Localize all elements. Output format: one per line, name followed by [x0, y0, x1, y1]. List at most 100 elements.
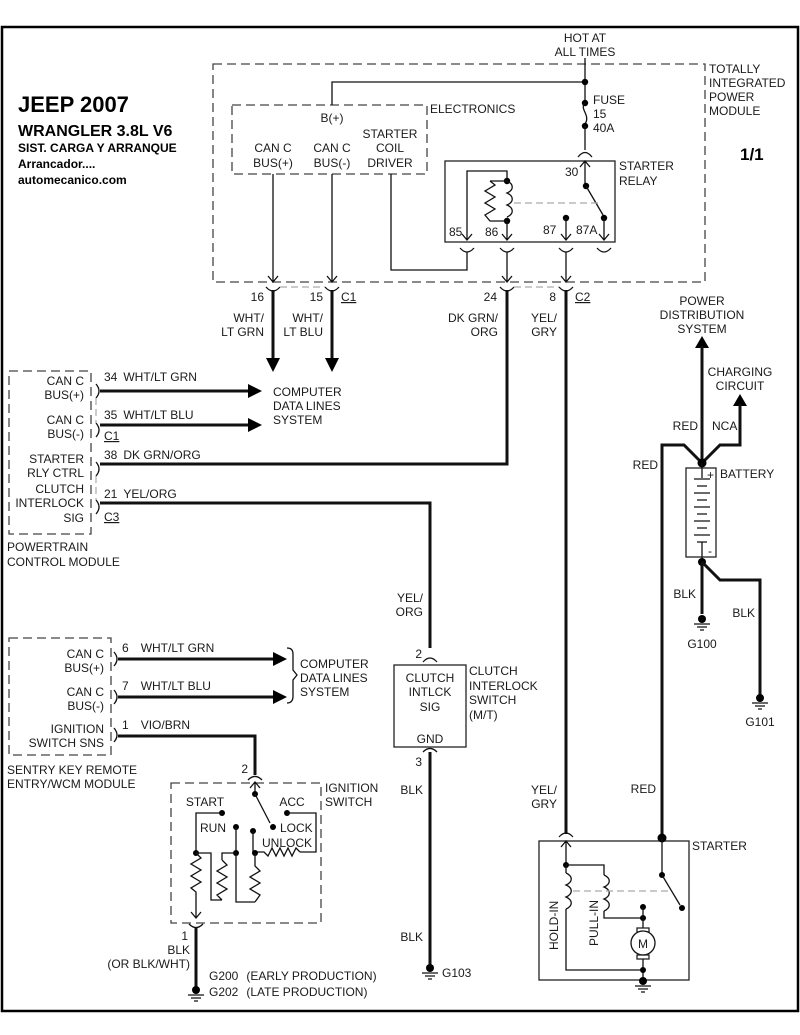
ignition-connector-top-icon: [247, 775, 263, 781]
ground-g202-label: G202(LATE PRODUCTION): [209, 985, 367, 999]
electronics-box: [231, 104, 428, 175]
coil-driver-line2: COIL: [376, 141, 404, 155]
wire-label: LT BLU: [283, 325, 323, 339]
clutch-pin-3: 3: [415, 755, 422, 769]
relay-label-line1: STARTER: [619, 159, 674, 173]
skreem-pin-label: BUS(-): [67, 699, 104, 713]
brace-icon: [286, 647, 298, 704]
title-system: SIST. CARGA Y ARRANQUE: [18, 141, 177, 155]
pull-in-wire: [603, 911, 643, 919]
wire-label: BLK: [400, 930, 423, 944]
wire-label: RED: [673, 419, 699, 433]
wire-label: BLK: [673, 587, 696, 601]
charging-circuit-label: CIRCUIT: [716, 379, 765, 393]
ignition-pin-1: 1: [181, 929, 188, 943]
pin-87-arrow: [560, 218, 572, 242]
wire-label: BLK: [167, 943, 190, 957]
arrow-right-icon: [248, 384, 262, 398]
electronics-label: ELECTRONICS: [430, 102, 515, 116]
ignition-switch-box: [170, 782, 322, 924]
relay-pin-87: 87: [543, 223, 557, 237]
starter-label: STARTER: [692, 839, 747, 853]
pin-24: 24: [484, 290, 498, 304]
pin-86-arrow: [501, 221, 513, 242]
ignition-connector-bottom-icon: [188, 923, 204, 929]
pcm-pin-label: CAN C: [47, 374, 85, 388]
ground-g200-label: G200(EARLY PRODUCTION): [209, 969, 377, 983]
page-indicator: 1/1: [740, 145, 764, 164]
charging-circuit-label: CHARGING: [708, 365, 773, 379]
clutch-connector-bottom-icon: [422, 747, 438, 753]
starter-ground-icon: [635, 977, 651, 993]
tipm-can-plus-line1: CAN C: [254, 141, 292, 155]
hold-in-wire: [565, 865, 643, 971]
tipm-label-line2: INTEGRATED: [709, 76, 786, 90]
skreem-pin-label: SWITCH SNS: [29, 736, 104, 750]
start-resistor-icon: [189, 852, 203, 918]
battery-icon: [685, 467, 717, 558]
tipm-label: TOTALLY INTEGRATED POWER MODULE: [709, 62, 786, 118]
coil-driver-wire: [390, 174, 468, 271]
ignition-switch-arm-icon: [254, 793, 271, 824]
wire-label: BLK: [732, 606, 755, 620]
motor-label: M: [638, 937, 648, 951]
computer-data-lines-label: DATA LINES: [273, 399, 341, 413]
diagram-frame: [0, 25, 800, 1013]
skreem-pin-label: CAN C: [67, 647, 105, 661]
pin-16: 16: [251, 290, 265, 304]
clutch-gnd-label: GND: [417, 732, 444, 746]
hold-in-label: HOLD-IN: [547, 901, 561, 950]
ground-g100-icon: [694, 615, 710, 631]
ground-g100-label: G100: [687, 637, 717, 651]
pin-30-arrow: [579, 159, 591, 186]
wire-label: RED: [633, 458, 659, 472]
battery-minus-label: -: [708, 544, 712, 558]
computer-data-lines-label: COMPUTER: [300, 657, 369, 671]
b-plus-label: B(+): [320, 111, 343, 125]
lock-contact: [270, 824, 276, 830]
skreem-pin-label: CAN C: [67, 685, 105, 699]
clutch-switch-label: SWITCH: [469, 693, 516, 707]
tipm-label-line1: TOTALLY: [709, 62, 760, 76]
battery-plus-label: +: [707, 468, 714, 482]
starter-relay-box: [444, 160, 616, 243]
position-lock: LOCK: [280, 821, 313, 835]
clutch-switch-label: INTERLOCK: [469, 679, 538, 693]
starter-box: [538, 840, 690, 981]
splice-dot: [640, 967, 646, 973]
relay-label-line2: RELAY: [619, 174, 657, 188]
clutch-switch-label: CLUTCH: [469, 664, 518, 678]
hold-in-coil-icon: [564, 872, 572, 910]
pcm-pin-label: STARTER: [29, 452, 84, 466]
tipm-can-minus-line1: CAN C: [313, 141, 351, 155]
relay-pin-85: 85: [449, 225, 463, 239]
battery-cells-icon: [694, 463, 710, 562]
wire-vio-brn: [118, 734, 257, 775]
connector-c2: C2: [575, 290, 591, 304]
pcm-connector-icons: [95, 383, 100, 515]
relay-switch-arm-icon: [585, 185, 604, 216]
ground-g103-icon: [422, 964, 438, 980]
title-model: WRANGLER 3.8L V6: [18, 123, 173, 140]
coil-driver-line1: STARTER: [363, 127, 418, 141]
arrow-up-icon: [695, 336, 709, 348]
arrow-down-icon: [325, 358, 339, 372]
pcm-pin-label: SIG: [63, 511, 84, 525]
ground-g101-icon: [752, 694, 768, 710]
ground-g101-label: G101: [745, 715, 775, 729]
start-wire: [195, 812, 222, 853]
clutch-switch-label: (M/T): [469, 708, 498, 722]
tipm-can-minus-line2: BUS(-): [314, 156, 351, 170]
pull-in-feed-wire: [566, 864, 605, 875]
pin-87a-arrow: [598, 218, 610, 242]
wire-label: YEL/: [531, 783, 558, 797]
clutch-inner-label: SIG: [420, 700, 441, 714]
clutch-connector-top-icon: [422, 657, 438, 663]
position-start: START: [186, 795, 225, 809]
title-block: JEEP 2007 WRANGLER 3.8L V6 SIST. CARGA Y…: [18, 92, 177, 187]
skreem-label: ENTRY/WCM MODULE: [7, 777, 135, 791]
wire-blk-g101: [700, 560, 762, 695]
computer-data-lines-label: SYSTEM: [300, 685, 349, 699]
